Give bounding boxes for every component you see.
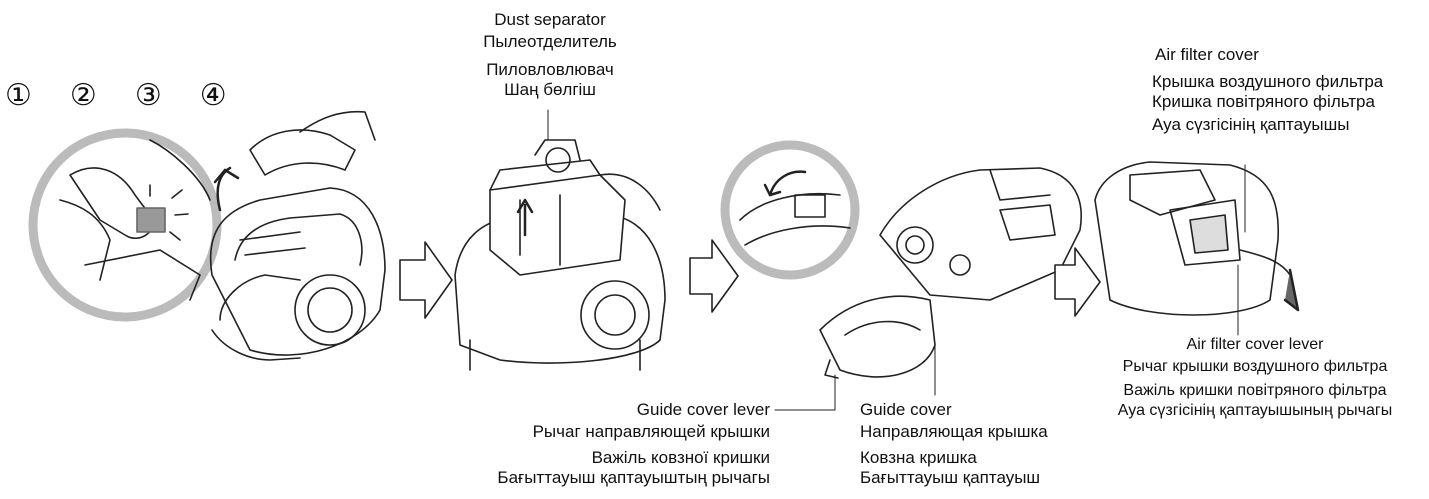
label-line: Ауа сүзгісінің қаптауышының рычагы (1117, 402, 1393, 419)
label-line: Бағыттауыш қаптауыш (860, 468, 1041, 487)
label-line: Ауа сүзгісінің қаптауышы (1152, 115, 1350, 134)
label-line: Dust separator (494, 10, 606, 29)
dust-separator-label: Dust separator Пылеотделитель Пиловловлю… (440, 10, 660, 100)
air-filter-cover-lever-label: Air filter cover lever Рычаг крышки возд… (1090, 335, 1420, 421)
step-4: ④ (199, 78, 227, 113)
label-line: Пиловловлювач (486, 60, 614, 79)
label-line: Шаң бөлгіш (504, 80, 596, 99)
label-line: Air filter cover lever (1186, 336, 1324, 353)
label-line: Air filter cover (1155, 45, 1259, 64)
label-line: Крышка воздушного фильтра (1152, 72, 1384, 91)
step-2: ② (69, 78, 97, 113)
zoom-circle-guide-lever (725, 145, 855, 275)
arrow-right-icon-2 (690, 240, 738, 312)
vacuum-air-filter-cover (1095, 162, 1298, 315)
arrow-right-icon-3 (1055, 248, 1100, 316)
air-filter-cover-label: Air filter cover Крышка воздушного фильт… (1152, 45, 1383, 135)
label-line: Рычаг направляющей крышки (532, 422, 770, 441)
label-line: Рычаг крышки воздушного фильтра (1122, 358, 1388, 375)
label-line: Ковзна кришка (860, 448, 977, 467)
step-numbers: ① ② ③ ④ (5, 78, 227, 114)
label-line: Бағыттауыш қаптауыштың рычагы (497, 468, 770, 487)
label-line: Важіль кришки повітряного фільтра (1123, 382, 1387, 399)
vacuum-guide-cover-open (820, 168, 1081, 378)
step-1: ① (5, 78, 32, 113)
label-line: Кришка повітряного фільтра (1152, 92, 1375, 111)
vacuum-remove-dust-separator (455, 110, 665, 370)
label-line: Направляющая крышка (860, 422, 1048, 441)
arrow-right-icon (400, 242, 452, 318)
zoom-circle-press-button (33, 133, 217, 317)
step-3: ③ (134, 78, 162, 113)
label-line: Важіль ковзної кришки (591, 448, 770, 467)
label-line: Guide cover lever (636, 400, 770, 419)
label-line: Пылеотделитель (483, 32, 617, 51)
label-line: Guide cover (860, 400, 952, 419)
guide-cover-label: Guide cover Направляющая крышка Ковзна к… (860, 400, 1048, 488)
guide-cover-lever-label: Guide cover lever Рычаг направляющей кры… (400, 400, 770, 488)
leader-line (775, 375, 835, 410)
vacuum-open-lid (211, 112, 385, 360)
